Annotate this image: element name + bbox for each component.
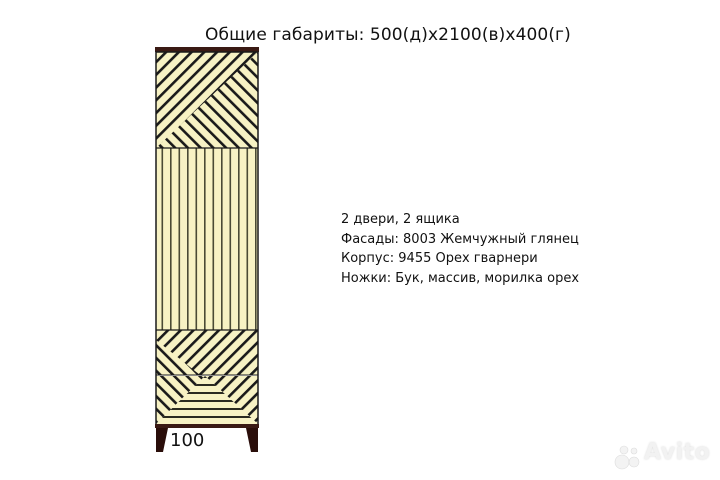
overall-dimensions-title: Общие габариты: 500(д)x2100(в)x400(г): [205, 25, 571, 45]
top-door-panel: [156, 52, 258, 148]
spec-body: Корпус: 9455 Орех гварнери: [341, 251, 538, 266]
avito-watermark: Avito: [644, 440, 711, 465]
leg-height-label: 100: [170, 430, 205, 451]
cabinet-base: [155, 424, 259, 428]
left-leg: [156, 428, 168, 452]
avito-logo-icon: [614, 445, 640, 470]
spec-doors-drawers: 2 двери, 2 ящика: [341, 212, 460, 227]
slat-door-panel: [156, 148, 258, 330]
spec-legs: Ножки: Бук, массив, морилка орех: [341, 270, 580, 286]
upper-drawer-panel: [156, 330, 258, 375]
specifications-list: 2 двери, 2 ящика Фасады: 8003 Жемчужный …: [341, 210, 579, 288]
cabinet-top: [155, 47, 259, 52]
right-leg: [246, 428, 258, 452]
spec-facades: Фасады: 8003 Жемчужный глянец: [341, 231, 579, 247]
lower-drawer-panel: [156, 376, 258, 424]
